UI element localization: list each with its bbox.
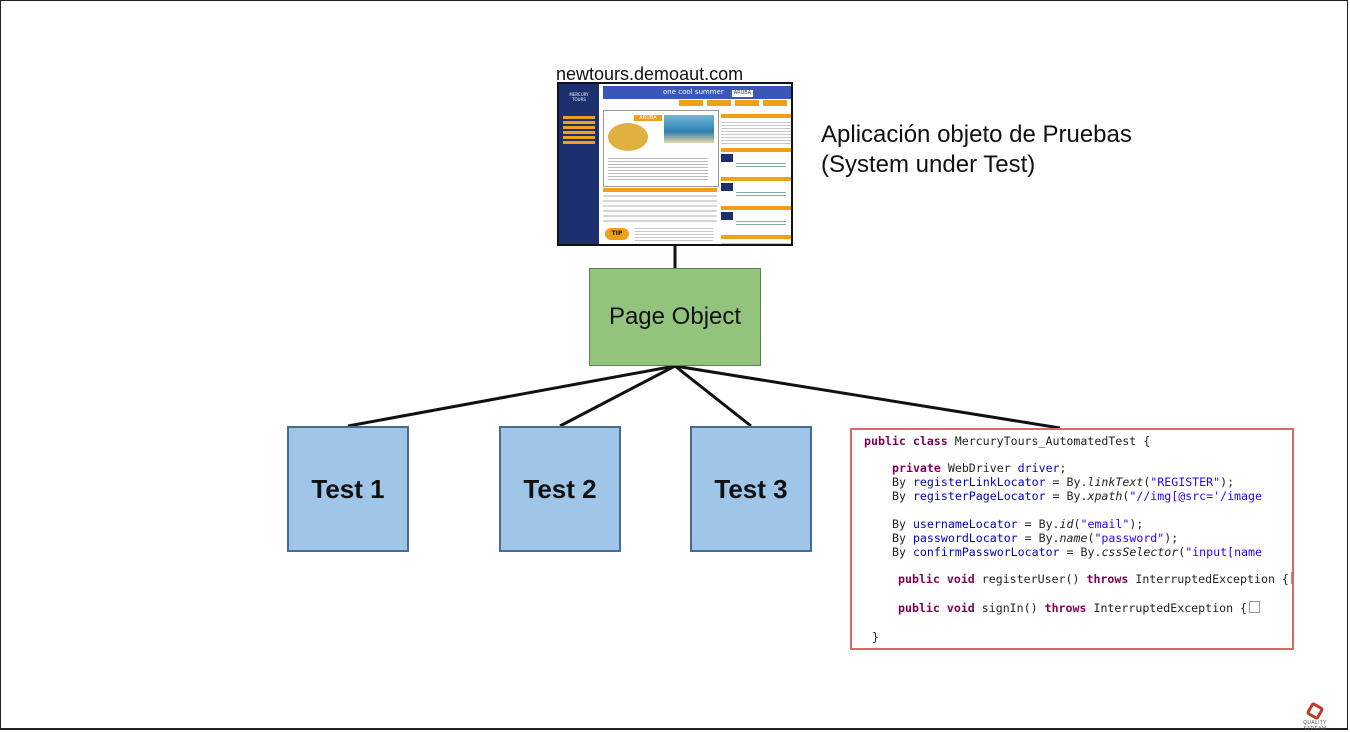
thumbnail-sidebar: MERCURY TOURS [559, 84, 599, 244]
watermark: QUALITY STREAM [1300, 701, 1330, 732]
thumbnail-feature: ARUBA [603, 110, 719, 187]
code-locator-line: By registerPageLocator = By.xpath("//img… [892, 489, 1262, 503]
thumbnail-fares-table [603, 188, 717, 222]
thumbnail-tip-badge: TIP [605, 228, 629, 240]
code-method-register-user: public void registerUser() throws Interr… [898, 572, 1292, 586]
code-closing-brace: } [872, 630, 879, 644]
test-2-box: Test 2 [499, 426, 621, 552]
code-locator-line: By registerLinkLocator = By.linkText("RE… [892, 475, 1235, 489]
test-3-box: Test 3 [690, 426, 812, 552]
sut-caption-line-2: (System under Test) [821, 151, 1036, 178]
thumbnail-banner-text: one cool summer [663, 88, 724, 96]
code-snippet: public class MercuryTours_AutomatedTest … [850, 428, 1294, 650]
code-class-declaration: public class MercuryTours_AutomatedTest … [864, 434, 1151, 448]
thumbnail-beach-image [664, 115, 714, 143]
connector-page-object-to-code [674, 364, 1061, 430]
code-fold-icon [1249, 601, 1261, 613]
thumbnail-tabs [679, 100, 791, 106]
thumbnail-map-image [608, 123, 648, 151]
watermark-text: QUALITY STREAM [1303, 720, 1327, 732]
test-1-box: Test 1 [287, 426, 409, 552]
thumbnail-nav [559, 114, 599, 146]
site-url-label: newtours.demoaut.com [556, 64, 744, 84]
code-driver-field: private WebDriver driver; [892, 461, 1067, 475]
thumbnail-logo: MERCURY TOURS [569, 92, 589, 102]
code-locator-line: By usernameLocator = By.id("email"); [892, 517, 1144, 531]
code-method-sign-in: public void signIn() throws InterruptedE… [898, 601, 1261, 615]
connector-page-object-to-test-2 [559, 364, 676, 428]
connector-page-object-to-test-3 [674, 364, 752, 428]
code-locator-line: By confirmPassworLocator = By.cssSelecto… [892, 545, 1262, 559]
code-locator-line: By passwordLocator = By.name("password")… [892, 531, 1179, 545]
sut-caption-line-1: Aplicación objeto de Pruebas [821, 121, 1132, 148]
sut-caption: Aplicación objeto de Pruebas (System und… [821, 120, 1132, 180]
thumbnail-banner-badge: ARUBA [731, 90, 754, 97]
thumbnail-banner: one cool summer ARUBA [603, 86, 791, 99]
thumbnail-tip: TIP [603, 222, 717, 244]
code-fold-icon [1290, 572, 1292, 584]
page-object-box: Page Object [589, 268, 761, 366]
thumbnail-destination: ARUBA [634, 115, 662, 121]
thumbnail-right-column [721, 110, 791, 244]
hexagon-logo-icon [1305, 701, 1325, 721]
connector-page-object-to-test-1 [347, 364, 676, 428]
thumbnail-text [608, 156, 708, 182]
